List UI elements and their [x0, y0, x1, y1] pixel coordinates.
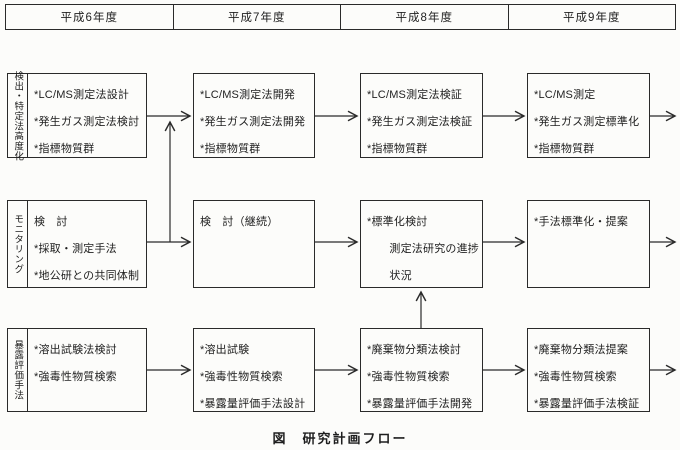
box-item: *採取・測定手法: [34, 243, 117, 255]
box-monitoring-h7: 検 討（継続）: [193, 200, 315, 288]
box-item: *暴露量評価手法設計: [200, 398, 306, 410]
year-cell-heisei9: 平成9年度: [563, 12, 621, 24]
box-item: *LC/MS測定法検証: [367, 89, 463, 101]
box-item: *強毒性物質検索: [34, 371, 117, 383]
box-item: *発生ガス測定法検討: [34, 116, 140, 128]
year-cell-heisei7: 平成7年度: [174, 5, 341, 29]
row-label-exposure: 暴露評価手法: [7, 328, 28, 412]
box-item: 検 討（継続）: [200, 216, 279, 228]
box-item: *強毒性物質検索: [200, 371, 283, 383]
box-item: *発生ガス測定法検証: [367, 116, 473, 128]
box-item: *暴露量評価手法検証: [534, 398, 640, 410]
box-item: 状況: [367, 270, 412, 282]
box-item: *強毒性物質検索: [367, 371, 450, 383]
box-item: *標準化検討: [367, 216, 428, 228]
box-item: *LC/MS測定: [534, 89, 596, 101]
box-detection-h9: *LC/MS測定 *発生ガス測定標準化 *指標物質群: [527, 73, 650, 158]
box-detection-h6: *LC/MS測定法設計 *発生ガス測定法検討 *指標物質群: [27, 73, 147, 158]
box-item: *指標物質群: [367, 143, 428, 155]
box-item: *LC/MS測定法設計: [34, 89, 130, 101]
box-item: *指標物質群: [34, 143, 95, 155]
box-item: 検 討: [34, 216, 68, 228]
figure-caption: 図 研究計画フロー: [272, 431, 408, 446]
box-item: *廃棄物分類法提案: [534, 344, 629, 356]
box-monitoring-h8: *標準化検討 測定法研究の進捗 状況: [360, 200, 483, 288]
box-detection-h7: *LC/MS測定法開発 *発生ガス測定法開発 *指標物質群: [193, 73, 315, 158]
box-item: *暴露量評価手法開発: [367, 398, 473, 410]
row-label-monitoring: モニタリング: [7, 200, 28, 288]
box-item: *強毒性物質検索: [534, 371, 617, 383]
box-item: *指標物質群: [200, 143, 261, 155]
box-item: *発生ガス測定標準化: [534, 116, 640, 128]
box-exposure-h8: *廃棄物分類法検討 *強毒性物質検索 *暴露量評価手法開発: [360, 328, 483, 412]
box-detection-h8: *LC/MS測定法検証 *発生ガス測定法検証 *指標物質群: [360, 73, 483, 158]
box-item: *LC/MS測定法開発: [200, 89, 296, 101]
box-item: *手法標準化・提案: [534, 216, 629, 228]
box-item: *地公研との共同体制: [34, 270, 140, 282]
box-exposure-h6: *溶出試験法検討 *強毒性物質検索: [27, 328, 147, 412]
box-exposure-h7: *溶出試験 *強毒性物質検索 *暴露量評価手法設計: [193, 328, 315, 412]
fiscal-year-header: 平成6年度 平成7年度 平成8年度 平成9年度: [5, 4, 676, 30]
box-item: *指標物質群: [534, 143, 595, 155]
box-monitoring-h6: 検 討 *採取・測定手法 *地公研との共同体制: [27, 200, 147, 288]
box-item: 測定法研究の進捗: [367, 243, 479, 255]
box-item: *溶出試験法検討: [34, 344, 117, 356]
box-item: *溶出試験: [200, 344, 250, 356]
box-item: *廃棄物分類法検討: [367, 344, 462, 356]
year-cell-heisei8: 平成8年度: [341, 5, 509, 29]
row-label-detection: 検出・特定法高度化: [7, 71, 28, 161]
year-cell-heisei6: 平成6年度: [6, 5, 174, 29]
box-item: *発生ガス測定法開発: [200, 116, 306, 128]
box-exposure-h9: *廃棄物分類法提案 *強毒性物質検索 *暴露量評価手法検証: [527, 328, 650, 412]
box-monitoring-h9: *手法標準化・提案: [527, 200, 650, 288]
